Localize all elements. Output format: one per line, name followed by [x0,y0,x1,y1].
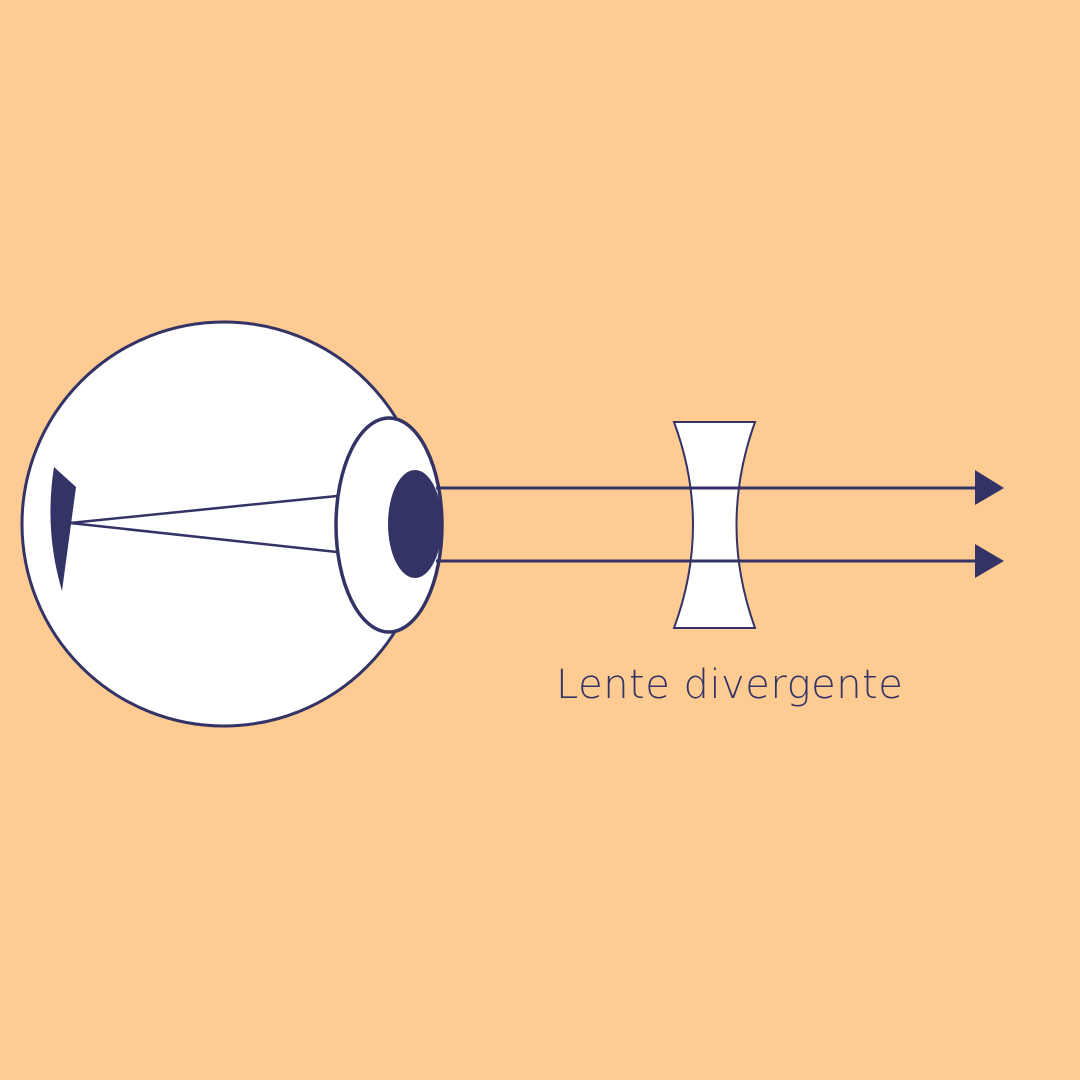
pupil [388,470,442,578]
light-path-lower-inside-eye [69,521,338,554]
arrow-head-lower-icon [975,544,1004,578]
diverging-lens [672,421,757,629]
lens-label: Lente divergente [556,662,904,708]
arrow-head-upper-icon [975,470,1004,505]
retina-image [50,467,76,591]
light-path-upper-inside-eye [69,494,338,525]
